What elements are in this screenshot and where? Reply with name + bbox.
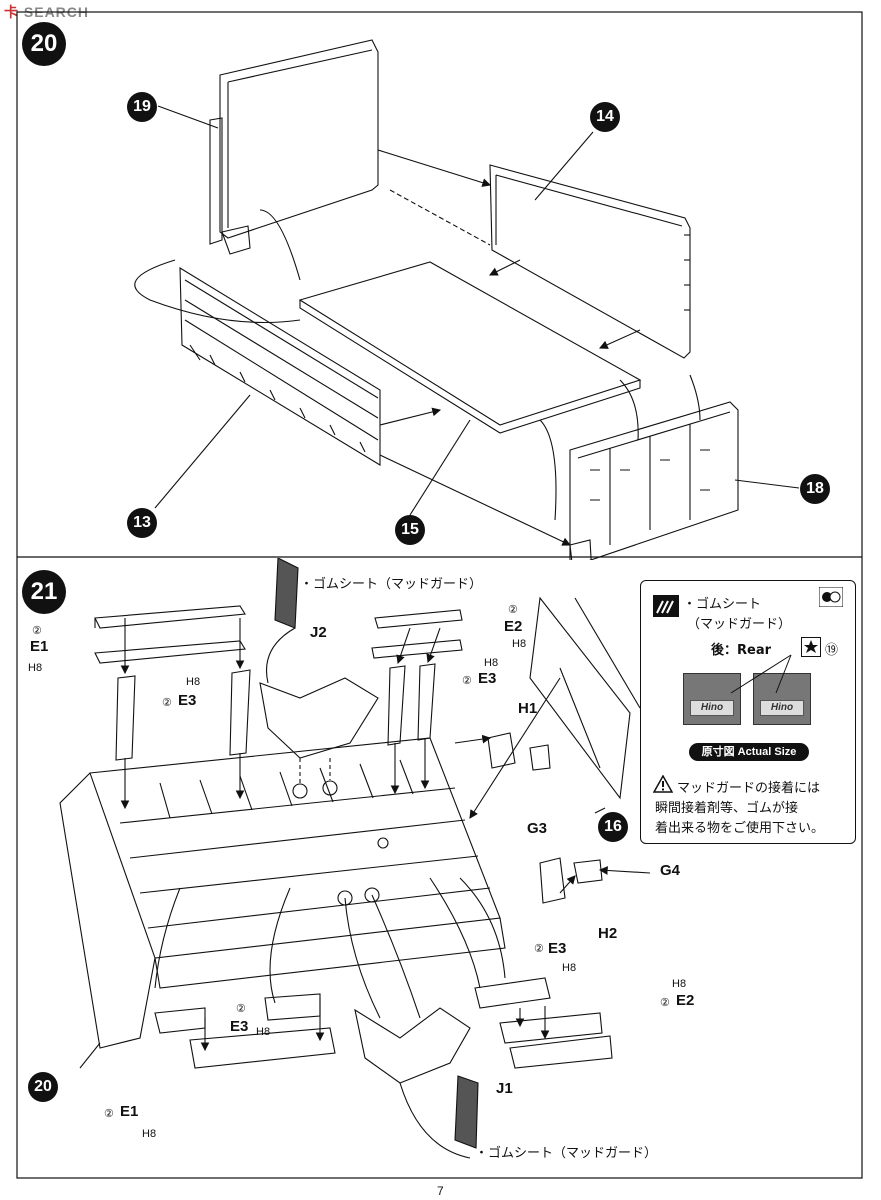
part-callout-20: 20 — [28, 1072, 58, 1102]
part-callout-15: 15 — [395, 515, 425, 545]
label-j1: J1 — [496, 1080, 513, 1097]
label-e1-top: E1 — [30, 638, 49, 655]
runner-e3-top-left: H8 — [186, 676, 201, 688]
qty-e3-bottom-left: ② — [236, 1003, 246, 1015]
rear-label: 後：Rear — [711, 643, 772, 658]
step-number-21: 21 — [22, 570, 66, 614]
step21-diagram — [59, 558, 651, 1159]
ref-number: ⑲ — [825, 643, 839, 658]
star-box-icon — [801, 637, 821, 657]
label-e2-top: E2 — [504, 618, 523, 635]
label-h2: H2 — [598, 925, 618, 942]
decal-info-box: ・ゴムシート （マッドガード） 後：Rear ⑲ Hino Hino 原寸図 A… — [640, 580, 856, 844]
part-callout-16: 16 — [598, 812, 628, 842]
decal-left: Hino — [683, 673, 741, 725]
paint-indicator-icon — [819, 587, 843, 607]
label-j2: J2 — [310, 624, 327, 641]
qty-e3-top-right: ② — [462, 675, 472, 687]
label-e3-bottom-right: E3 — [548, 940, 567, 957]
page-number: 7 — [437, 1184, 444, 1198]
rubber-sheet-label-bottom: ・ゴムシート（マッドガード） — [475, 1146, 658, 1161]
decal-left-text: Hino — [690, 700, 734, 716]
qty-e2-bottom: ② — [660, 997, 670, 1009]
label-e3-bottom-left: E3 — [230, 1018, 249, 1035]
label-g4: G4 — [660, 862, 681, 879]
runner-e1-bottom: H8 — [142, 1128, 157, 1140]
label-g3: G3 — [527, 820, 548, 837]
qty-e1-bottom: ② — [104, 1108, 114, 1120]
label-h1: H1 — [518, 700, 538, 717]
step20-diagram — [134, 39, 800, 560]
decal-sheet-icon — [653, 595, 679, 617]
label-e3-top-left: E3 — [178, 692, 197, 709]
runner-e2-top: H8 — [512, 638, 527, 650]
label-e3-top-right: E3 — [478, 670, 497, 687]
runner-e2-bottom: H8 — [672, 978, 687, 990]
info-title-line1: ・ゴムシート — [683, 597, 762, 612]
warning-line3: 着出来る物をご使用下さい。 — [655, 821, 825, 836]
decal-pointer-lines — [730, 654, 792, 694]
part-callout-14: 14 — [590, 102, 620, 132]
step-number-20: 20 — [22, 22, 66, 66]
info-title-line2: （マッドガード） — [687, 617, 792, 632]
part-callout-19: 19 — [127, 92, 157, 122]
qty-e3-top-left: ② — [162, 697, 172, 709]
decal-right-text: Hino — [760, 700, 804, 716]
warning-line2: 瞬間接着剤等、ゴムが接 — [655, 801, 799, 816]
warning-icon — [653, 775, 673, 793]
part-callout-18: 18 — [800, 474, 830, 504]
part-callout-13: 13 — [127, 508, 157, 538]
qty-e1-top: ② — [32, 625, 42, 637]
decal-right: Hino — [753, 673, 811, 725]
runner-e3-top-right: H8 — [484, 657, 499, 669]
qty-e3-bottom-right: ② — [534, 943, 544, 955]
runner-e3-bottom-right: H8 — [562, 962, 577, 974]
label-e2-bottom: E2 — [676, 992, 695, 1009]
label-e1-bottom: E1 — [120, 1103, 139, 1120]
warning-line1: マッドガードの接着には — [677, 781, 821, 796]
qty-e2-top: ② — [508, 604, 518, 616]
runner-e1-top: H8 — [28, 662, 43, 674]
runner-e3-bottom-left: H8 — [256, 1026, 271, 1038]
rubber-sheet-label-top: ・ゴムシート（マッドガード） — [300, 577, 483, 592]
actual-size-badge: 原寸図 Actual Size — [689, 743, 809, 761]
